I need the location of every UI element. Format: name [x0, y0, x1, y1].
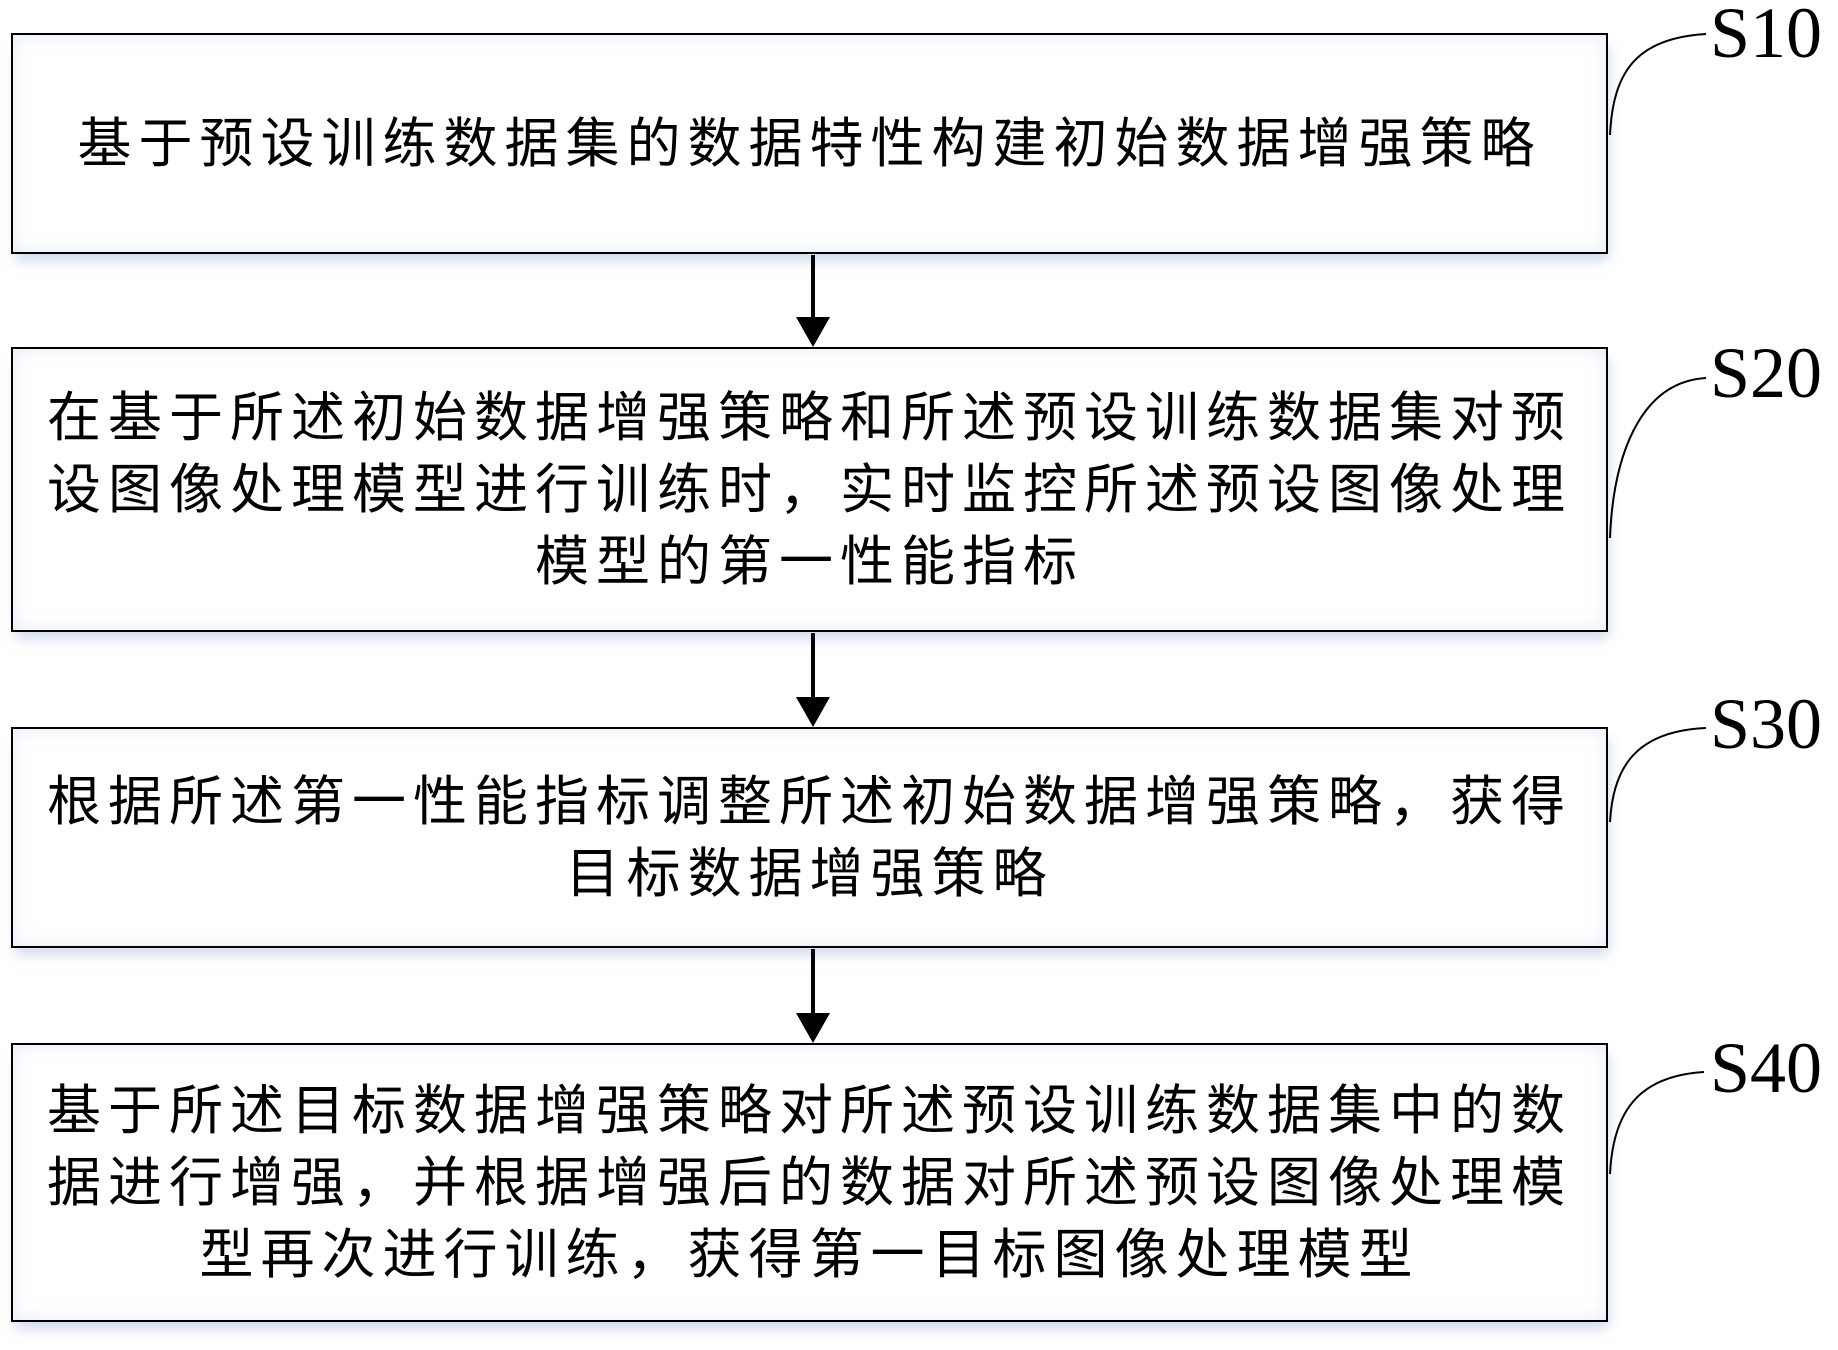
flow-box-s20-text-line1: 在基于所述初始数据增强策略和所述预设训练数据集对预 [47, 387, 1572, 448]
flow-box-s20-text-line3: 模型的第一性能指标 [535, 531, 1084, 592]
flow-box-s10-text: 基于预设训练数据集的数据特性构建初始数据增强策略 [77, 113, 1542, 174]
down-arrow-icon-1 [796, 255, 830, 347]
leader-line-s20 [1609, 377, 1707, 539]
flow-box-s20: 在基于所述初始数据增强策略和所述预设训练数据集对预 设图像处理模型进行训练时，实… [11, 347, 1608, 632]
leader-line-s30 [1609, 727, 1707, 823]
flow-box-s30: 根据所述第一性能指标调整所述初始数据增强策略，获得 目标数据增强策略 [11, 727, 1608, 948]
flow-box-s40: 基于所述目标数据增强策略对所述预设训练数据集中的数 据进行增强，并根据增强后的数… [11, 1043, 1608, 1322]
flow-box-s10: 基于预设训练数据集的数据特性构建初始数据增强策略 [11, 33, 1608, 254]
flow-box-s40-text-line1: 基于所述目标数据增强策略对所述预设训练数据集中的数 [47, 1080, 1572, 1141]
flow-box-s40-text-line2: 据进行增强，并根据增强后的数据对所述预设图像处理模 [47, 1152, 1572, 1213]
flow-box-s40-text-line3: 型再次进行训练，获得第一目标图像处理模型 [199, 1224, 1420, 1285]
step-label-s30: S30 [1710, 684, 1823, 764]
leader-line-s40 [1609, 1071, 1705, 1175]
step-label-s40: S40 [1710, 1028, 1823, 1108]
flow-box-s20-text-line2: 设图像处理模型进行训练时，实时监控所述预设图像处理 [47, 459, 1572, 520]
leader-line-s10 [1609, 33, 1707, 136]
flow-box-s30-text-line2: 目标数据增强策略 [565, 843, 1054, 904]
down-arrow-icon-3 [796, 949, 830, 1043]
step-label-s20: S20 [1710, 333, 1823, 413]
step-label-s10: S10 [1710, 0, 1823, 73]
down-arrow-icon-2 [796, 633, 830, 727]
flow-box-s30-text-line1: 根据所述第一性能指标调整所述初始数据增强策略，获得 [47, 771, 1572, 832]
